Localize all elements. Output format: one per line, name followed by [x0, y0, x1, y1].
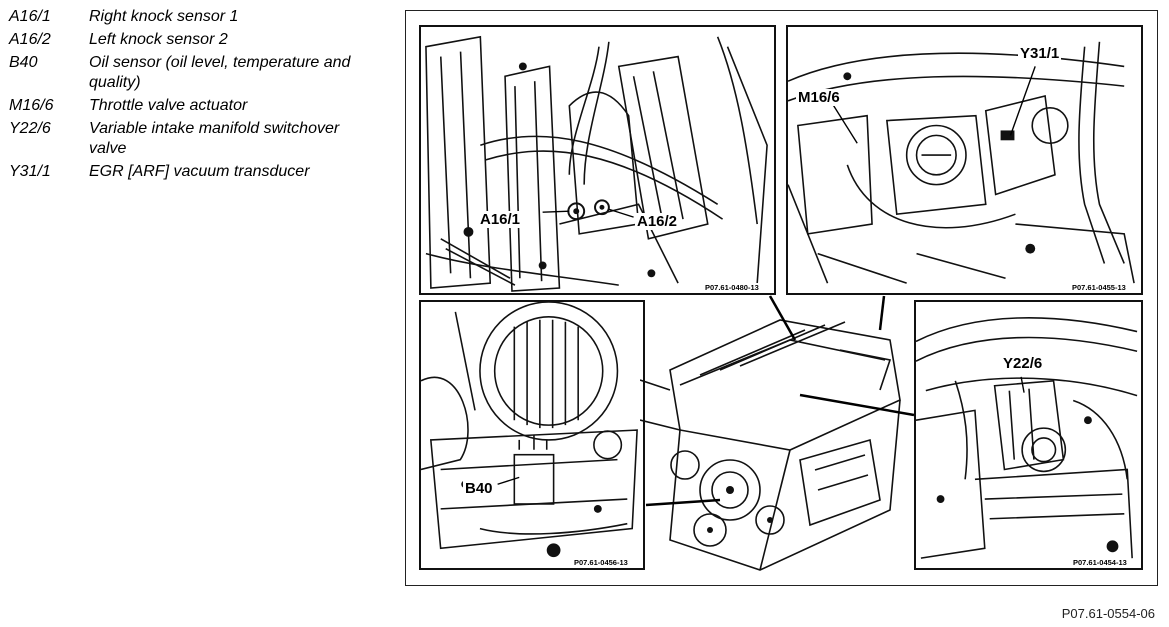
throttle-body-illustration: [788, 41, 1135, 284]
callout-b40: B40: [463, 480, 495, 497]
knock-sensor-panel: A16/1 A16/2 P07.61-0480-13: [419, 25, 776, 295]
panel-reference-number: P07.61-0455-13: [1071, 283, 1127, 292]
callout-m16-6: M16/6: [796, 89, 842, 106]
legend-code: A16/2: [9, 31, 51, 48]
oil-pan-illustration: [421, 302, 638, 558]
legend-code: Y31/1: [9, 163, 51, 180]
legend-row: A16/1 Right knock sensor 1: [9, 7, 369, 27]
legend-row: Y31/1 EGR [ARF] vacuum transducer: [9, 162, 369, 182]
oil-sensor-panel: B40 P07.61-0456-13: [419, 300, 645, 570]
legend-code: B40: [9, 54, 38, 71]
legend-description: EGR [ARF] vacuum transducer: [89, 163, 310, 180]
legend-description: Left knock sensor 2: [89, 31, 228, 48]
callout-a16-1: A16/1: [478, 211, 523, 228]
callout-y31-1: Y31/1: [1018, 45, 1062, 62]
legend-row: B40 Oil sensor (oil level, temperature a…: [9, 53, 369, 93]
panel-reference-number: P07.61-0480-13: [704, 283, 760, 292]
intake-manifold-illustration: [916, 317, 1138, 559]
legend-description: Throttle valve actuator: [89, 97, 248, 114]
callout-y22-6: Y22/6: [1001, 355, 1045, 372]
legend-code: A16/1: [9, 8, 51, 25]
component-legend: A16/1 Right knock sensor 1 A16/2 Left kn…: [9, 7, 369, 185]
throttle-egr-panel: M16/6 Y31/1 P07.61-0455-13: [786, 25, 1143, 295]
legend-description: Variable intake manifold switchover valv…: [89, 120, 340, 157]
panel-reference-number: P07.61-0454-13: [1072, 558, 1128, 567]
legend-description: Oil sensor (oil level, temperature and q…: [89, 54, 351, 91]
legend-code: Y22/6: [9, 120, 51, 137]
engine-block-illustration: [425, 35, 768, 292]
legend-code: M16/6: [9, 97, 54, 114]
callout-a16-2: A16/2: [635, 213, 680, 230]
legend-row: M16/6 Throttle valve actuator: [9, 96, 369, 116]
legend-description: Right knock sensor 1: [89, 8, 239, 25]
figure-reference-number: P07.61-0554-06: [1061, 606, 1155, 621]
panel-reference-number: P07.61-0456-13: [573, 558, 629, 567]
legend-row: A16/2 Left knock sensor 2: [9, 30, 369, 50]
legend-row: Y22/6 Variable intake manifold switchove…: [9, 119, 369, 159]
engine-overview-illustration: [639, 290, 912, 576]
switchover-valve-panel: Y22/6 P07.61-0454-13: [914, 300, 1143, 570]
